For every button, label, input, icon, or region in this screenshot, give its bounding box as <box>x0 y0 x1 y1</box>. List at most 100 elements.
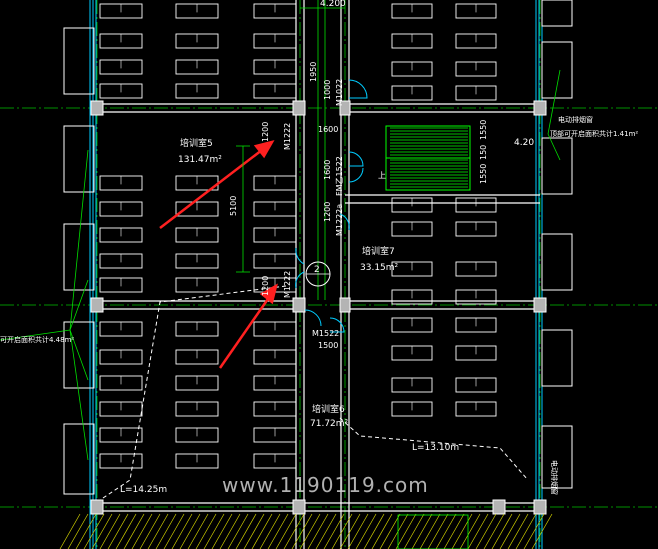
dim-1500: 1500 <box>318 341 338 350</box>
hatch-line <box>163 513 185 549</box>
hatch-line <box>195 513 217 549</box>
ventilation-lines <box>0 69 561 461</box>
hatch-line <box>491 513 513 549</box>
hatch-line <box>227 513 249 549</box>
hatch-line <box>83 513 105 549</box>
door-fm1522: FM乙1522 <box>335 156 344 196</box>
watermark: www.1190119.com <box>222 473 429 497</box>
hatch-line <box>451 513 473 549</box>
room-5-name: 培训室5 <box>180 137 213 149</box>
hatch-line <box>179 513 201 549</box>
hatch-line <box>483 513 505 549</box>
room-7-name: 培训室7 <box>362 245 395 257</box>
hatch-line <box>267 513 289 549</box>
dim-1600b: 1600 <box>323 160 332 180</box>
hatch-line <box>139 513 161 549</box>
hatch-line <box>187 513 209 549</box>
room-7-area: 33.15m² <box>360 263 399 273</box>
axis-bubble-label: 2 <box>314 265 320 275</box>
hatch-line <box>507 513 529 549</box>
hatch-line <box>251 513 273 549</box>
room-6-area: 71.72m² <box>310 419 349 429</box>
right-bays <box>541 0 573 489</box>
red-arrows <box>159 140 278 369</box>
dim-top: 4.200 <box>320 0 346 9</box>
stair-treads-bottom <box>390 159 468 188</box>
stair <box>385 125 471 191</box>
dim-stair-150: 150 <box>479 145 488 160</box>
hatch-line <box>291 513 313 549</box>
hatch-line <box>339 513 361 549</box>
hatch-line <box>331 513 353 549</box>
hatch-line <box>235 513 257 549</box>
hatch-line <box>123 513 145 549</box>
hatch-line <box>155 513 177 549</box>
evacuation-paths <box>99 285 529 501</box>
hatch-line <box>403 513 425 549</box>
hatch-line <box>315 513 337 549</box>
hatch-line <box>243 513 265 549</box>
note-right-top1: 电动排烟窗 <box>558 115 593 124</box>
corridor-dimension-lines <box>300 0 345 300</box>
hatch-line <box>107 513 129 549</box>
hatch-line <box>275 513 297 549</box>
hatch-line <box>307 513 329 549</box>
note-left-mid: 可开启面积共计4.48m² <box>0 335 74 344</box>
door-m1022: M1022 <box>335 79 344 106</box>
dim-1950: 1950 <box>309 62 318 82</box>
hatch-line <box>475 513 497 549</box>
columns <box>90 100 547 515</box>
hatch-line <box>523 513 545 549</box>
hatch-line <box>395 513 417 549</box>
left-window-strip <box>89 0 97 549</box>
dim-stair-right-level: 4.20 <box>514 138 534 148</box>
hatch-line <box>259 513 281 549</box>
dim-1600a: 1600 <box>318 125 338 134</box>
dim-l-left: L=14.25m <box>120 485 167 495</box>
dim-5100: 5100 <box>229 196 238 216</box>
room-5-dimension <box>236 145 250 273</box>
hatch-line <box>299 513 321 549</box>
hatch-line <box>323 513 345 549</box>
hatch-line <box>211 513 233 549</box>
door-m1222-top: M1222 <box>283 123 292 150</box>
hatch-line <box>467 513 489 549</box>
hatch-line <box>59 513 81 549</box>
hatch-line <box>379 513 401 549</box>
dim-l-right: L=13.10m <box>412 443 459 453</box>
right-window-strip <box>535 0 543 549</box>
classroom-desks <box>99 3 497 469</box>
hatch-line <box>115 513 137 549</box>
hatch-line <box>147 513 169 549</box>
door-m1222-bottom: M1222 <box>283 271 292 298</box>
hatch-line <box>419 513 441 549</box>
dim-1200c: 1200 <box>261 276 270 296</box>
hatch-line <box>67 513 89 549</box>
dim-1200b: 1200 <box>323 202 332 222</box>
hatch-line <box>499 513 521 549</box>
hatch-line <box>99 513 121 549</box>
hatch-line <box>371 513 393 549</box>
bottom-stair <box>397 514 469 549</box>
hatch-line <box>531 513 553 549</box>
room-6-name: 培训室6 <box>312 403 345 415</box>
doors <box>295 79 368 333</box>
door-m1222a: M1222a <box>335 204 344 236</box>
door-m1522: M1522 <box>312 329 339 338</box>
hatch-line <box>427 513 449 549</box>
hatch-line <box>171 513 193 549</box>
note-right-top2: 顶部可开启面积共计1.41m² <box>550 129 638 138</box>
hatch-line <box>515 513 537 549</box>
hatch-line <box>443 513 465 549</box>
hatch-line <box>459 513 481 549</box>
hatch-line <box>131 513 153 549</box>
stair-up-label: 上 <box>378 171 386 180</box>
hatch-line <box>411 513 433 549</box>
dim-1200a: 1200 <box>261 122 270 142</box>
bottom-hatch <box>59 513 553 549</box>
hatch-line <box>219 513 241 549</box>
dim-1000: 1000 <box>323 80 332 100</box>
hatch-line <box>203 513 225 549</box>
hatch-line <box>363 513 385 549</box>
